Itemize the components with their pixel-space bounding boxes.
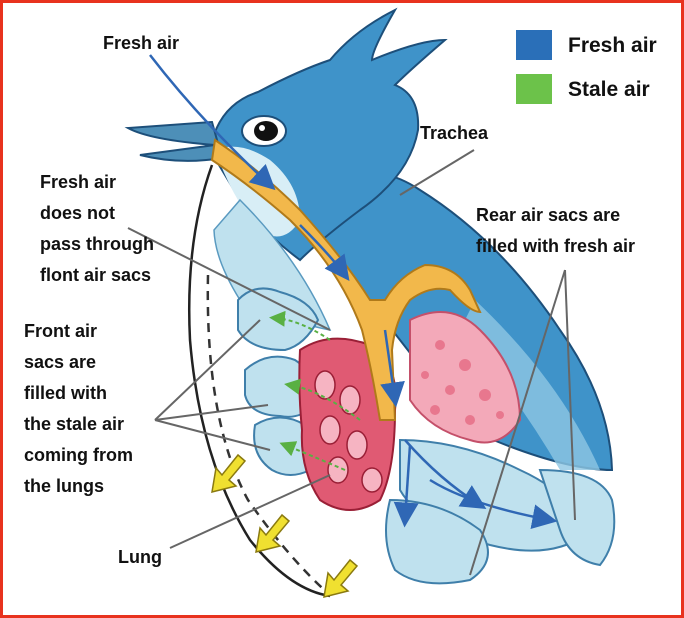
label-not-through-front-sacs: Fresh air does not pass through flont ai… bbox=[40, 167, 154, 291]
eye bbox=[254, 121, 278, 141]
label-lung: Lung bbox=[118, 542, 162, 573]
legend-swatch-fresh-air bbox=[516, 30, 552, 60]
label-rear-air-sacs: Rear air sacs are filled with fresh air bbox=[476, 200, 635, 262]
label-fresh-air-intake: Fresh air bbox=[103, 28, 179, 59]
bird-beak bbox=[128, 122, 222, 161]
label-trachea: Trachea bbox=[420, 118, 488, 149]
legend-label-fresh-air: Fresh air bbox=[568, 34, 657, 58]
label-front-air-sacs: Front air sacs are filled with the stale… bbox=[24, 316, 133, 502]
eye-highlight bbox=[259, 125, 265, 131]
legend-swatch-stale-air bbox=[516, 74, 552, 104]
legend-label-stale-air: Stale air bbox=[568, 78, 650, 102]
